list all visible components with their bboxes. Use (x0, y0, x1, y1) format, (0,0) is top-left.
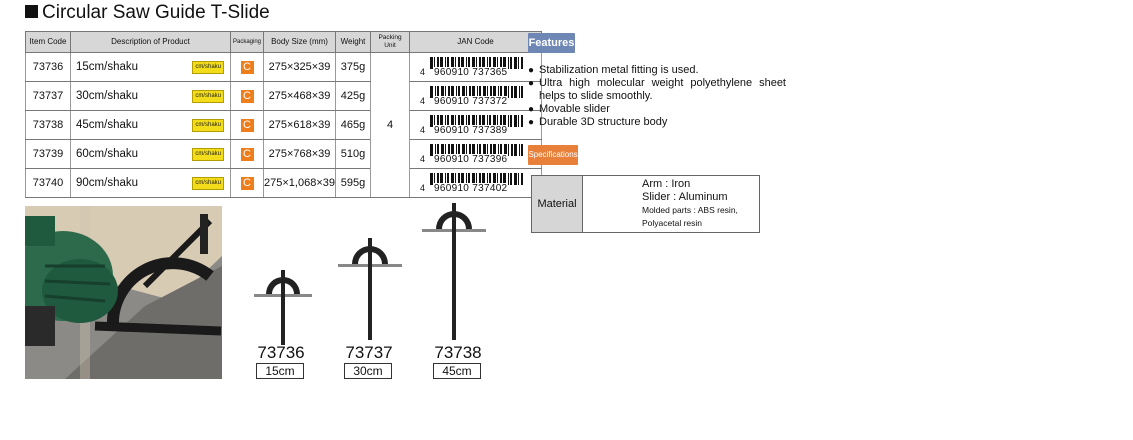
material-table: Material Arm : Iron Slider : Aluminum Mo… (531, 175, 760, 233)
page-title: Circular Saw Guide T-Slide (25, 2, 270, 24)
cm-shaku-tag: cm/shaku (192, 89, 224, 103)
barcode-icon (430, 173, 523, 185)
model-code: 73737 (345, 343, 393, 362)
model-code: 73738 (434, 343, 482, 362)
features-badge: Features (528, 33, 575, 53)
barcode-icon (430, 86, 523, 98)
packaging-cell: C (229, 139, 265, 169)
length-label: 45cm (433, 363, 481, 379)
packaging-badge: C (240, 118, 254, 132)
features-list: Stabilization metal fitting is used. Ult… (528, 64, 786, 129)
list-item: Ultra high molecular weight polyethylene… (528, 77, 786, 103)
item-code-cell: 73736 (25, 52, 71, 82)
material-label: Material (531, 175, 583, 233)
body-size-cell: 275×618×39 (263, 110, 336, 140)
length-label: 15cm (256, 363, 304, 379)
barcode-icon (430, 57, 523, 69)
weight-cell: 510g (335, 139, 371, 169)
header-packing-unit: Packing Unit (370, 31, 410, 53)
t-slide-45cm-drawing (422, 203, 486, 340)
header-description: Description of Product (70, 31, 231, 53)
weight-cell: 595g (335, 168, 371, 198)
material-line: Arm : Iron (642, 178, 691, 190)
packaging-cell: C (229, 110, 265, 140)
body-size-cell: 275×1,068×39 (263, 168, 336, 198)
packing-unit-cell: 4 (370, 52, 410, 198)
model-code: 73736 (257, 343, 305, 362)
item-code-cell: 73737 (25, 81, 71, 111)
material-note: Molded parts : ABS resin, Polyacetal res… (642, 205, 738, 228)
barcode-icon (430, 144, 523, 156)
packaging-badge: C (240, 147, 254, 161)
packaging-cell: C (229, 81, 265, 111)
material-values: Arm : Iron Slider : Aluminum Molded part… (582, 175, 760, 233)
product-photo (25, 206, 222, 379)
length-label: 30cm (344, 363, 392, 379)
body-size-cell: 275×768×39 (263, 139, 336, 169)
weight-cell: 375g (335, 52, 371, 82)
barcode-icon (430, 115, 523, 127)
table-header-row: Item Code Description of Product Packagi… (25, 31, 542, 53)
list-item: Stabilization metal fitting is used. (528, 64, 786, 77)
cm-shaku-tag: cm/shaku (192, 118, 224, 132)
header-weight: Weight (335, 31, 371, 53)
cm-shaku-tag: cm/shaku (192, 60, 224, 74)
header-packaging: Packaging (229, 31, 265, 53)
packaging-badge: C (240, 176, 254, 190)
packaging-cell: C (229, 168, 265, 198)
cm-shaku-tag: cm/shaku (192, 176, 224, 190)
header-item-code: Item Code (25, 31, 71, 53)
t-slide-30cm-drawing (338, 238, 402, 340)
weight-cell: 425g (335, 81, 371, 111)
item-code-cell: 73740 (25, 168, 71, 198)
item-code-cell: 73739 (25, 139, 71, 169)
list-item: Durable 3D structure body (528, 116, 786, 129)
square-bullet-icon (25, 5, 38, 18)
material-line: Slider : Aluminum (642, 191, 728, 203)
weight-cell: 465g (335, 110, 371, 140)
body-size-cell: 275×468×39 (263, 81, 336, 111)
product-table: Item Code Description of Product Packagi… (25, 31, 542, 198)
list-item: Movable slider (528, 103, 786, 116)
cm-shaku-tag: cm/shaku (192, 147, 224, 161)
packaging-cell: C (229, 52, 265, 82)
t-slide-15cm-drawing (254, 270, 312, 345)
body-size-cell: 275×325×39 (263, 52, 336, 82)
item-code-cell: 73738 (25, 110, 71, 140)
specifications-badge: Specifications (528, 145, 578, 165)
header-body-size: Body Size (mm) (263, 31, 336, 53)
packaging-badge: C (240, 89, 254, 103)
header-jan-code: JAN Code (409, 31, 542, 53)
packaging-badge: C (240, 60, 254, 74)
